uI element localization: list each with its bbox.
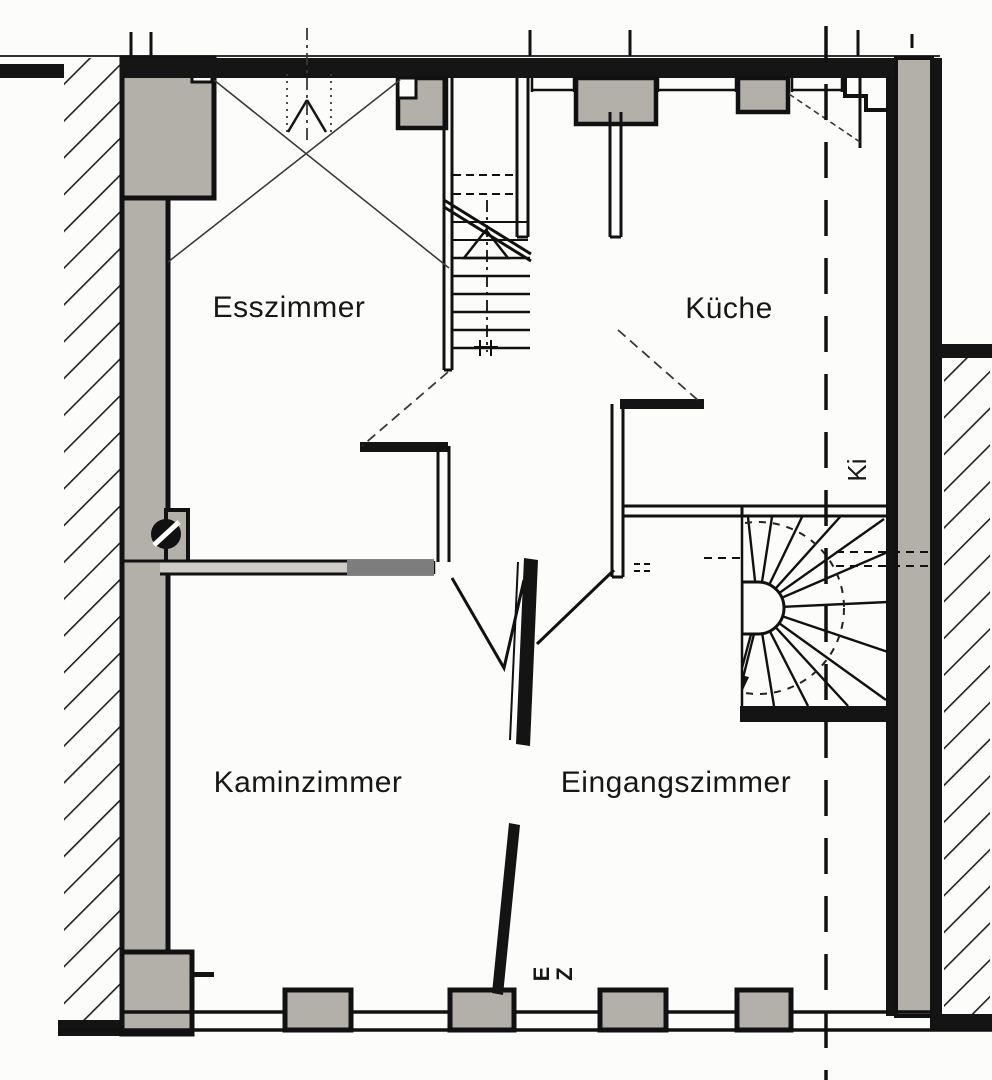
door-leaf (516, 558, 538, 746)
top-windows (530, 78, 844, 92)
grid-ticks (129, 30, 914, 56)
landing-dashes (704, 551, 934, 567)
winder-staircase (704, 517, 934, 722)
label-ez-e: E (529, 967, 554, 982)
room-label-kaminzimmer: Kaminzimmer (214, 766, 403, 799)
room-label-kueche: Küche (685, 292, 773, 325)
entrance-door-leaf (492, 823, 520, 995)
reference-mark (190, 972, 214, 977)
right-neighbor-hatch (930, 344, 992, 1030)
room-label-eingangszimmer: Eingangszimmer (561, 766, 791, 799)
label-ez-z: Z (552, 967, 577, 980)
top-wall (120, 30, 914, 131)
digital-gray-patch (347, 560, 434, 575)
stair-direction-triangle (461, 227, 511, 260)
stair-base-mark (474, 340, 498, 356)
door-dashes (634, 563, 652, 572)
bottom-wall (58, 987, 992, 1033)
label-ki: Ki (842, 458, 872, 481)
column-symbol (151, 519, 181, 549)
winder-arrow (742, 633, 756, 692)
double-door (450, 558, 652, 746)
right-wall (843, 56, 942, 1018)
room-label-esszimmer: Esszimmer (213, 291, 366, 324)
left-neighbor-hatch (0, 55, 940, 1036)
main-staircase (443, 174, 532, 356)
interior-walls (122, 78, 888, 579)
entrance-door (492, 823, 520, 995)
winder-walkline (742, 521, 845, 695)
winder-newel (742, 580, 786, 636)
